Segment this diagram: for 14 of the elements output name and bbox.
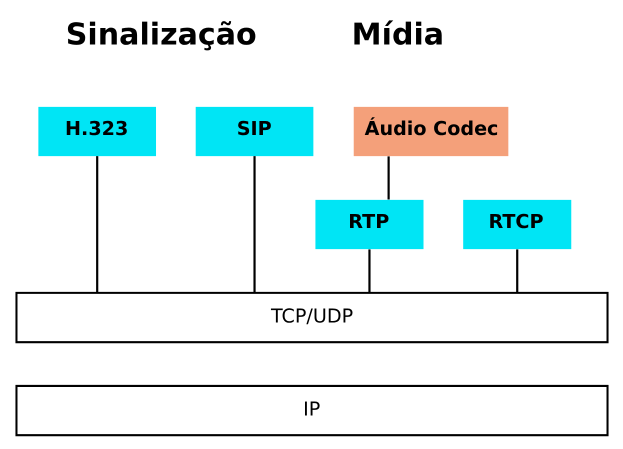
node-box: Áudio Codec	[353, 106, 508, 156]
label: Mídia	[351, 18, 444, 53]
node-box: TCP/UDP	[14, 292, 608, 344]
connector	[387, 156, 390, 200]
node-box: RTCP	[462, 200, 571, 250]
node-box: IP	[14, 384, 608, 436]
connector	[252, 156, 256, 293]
node-box: SIP	[195, 106, 313, 156]
connector	[368, 249, 370, 293]
connector	[516, 249, 518, 293]
node-box: H.323	[38, 106, 156, 156]
node-box: RTP	[314, 200, 423, 250]
connector	[96, 156, 98, 293]
label: Sinalização	[65, 18, 256, 53]
